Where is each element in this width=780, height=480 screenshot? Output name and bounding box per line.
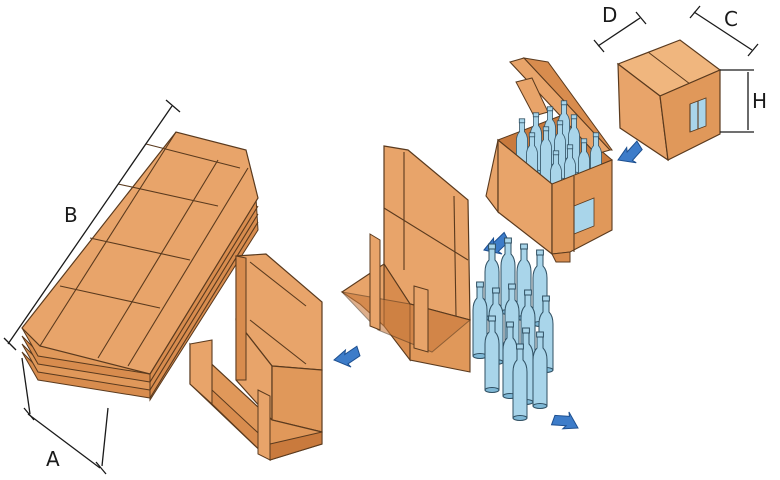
dimension-label-c: C [724,7,738,31]
dimension-label-b: B [64,203,78,227]
opened-blank [189,253,323,462]
dimension-label-a: A [46,447,60,471]
flow-arrow-icon [331,345,363,372]
flow-arrow-icon [614,140,647,171]
dimension-b: B [3,99,181,351]
dimension-a: A [21,357,109,475]
dimension-label-d: D [602,3,617,27]
box-being-filled [485,57,613,263]
flat-blank-stack [21,131,259,402]
dimension-h: H [720,69,767,133]
closed-box [616,39,722,162]
dimension-c: C [689,5,759,57]
erected-box-open [340,145,472,373]
bottle-group [472,237,554,421]
dimension-d: D [593,3,647,53]
dimension-label-h: H [752,89,767,113]
flow-arrow-icon [551,407,583,435]
